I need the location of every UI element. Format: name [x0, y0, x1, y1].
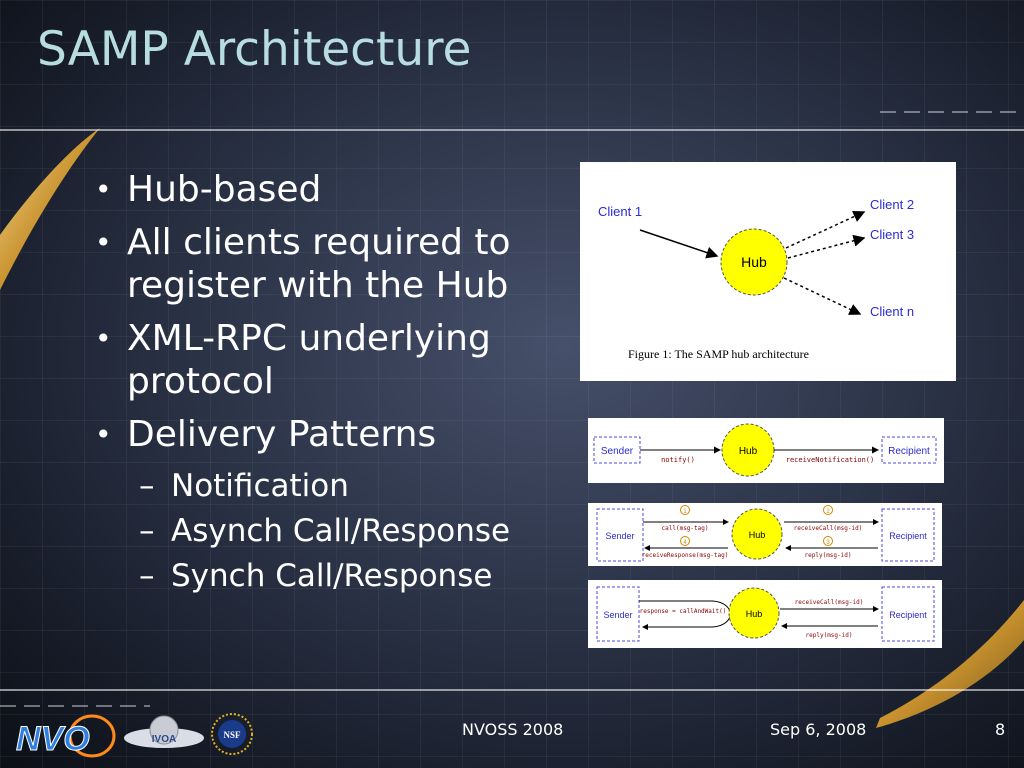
recipient-label: Recipient [889, 531, 927, 541]
reply-label: reply(msg-id) [806, 632, 853, 639]
hub-label: Hub [749, 530, 766, 540]
bullet-text: Hub-based [127, 169, 322, 210]
sender-box [596, 586, 640, 642]
sync-call-response-diagram: Sender response = callAndWait() Hub rece… [588, 580, 942, 648]
arrow-to-client-2 [785, 210, 866, 249]
footer-event: NVOSS 2008 [462, 720, 564, 739]
hub-node [720, 228, 788, 296]
dash-icon: – [139, 558, 155, 594]
sub-bullet-text: Asynch Call/Response [171, 513, 511, 549]
footer-date: Sep 6, 2008 [770, 720, 867, 739]
bullet-text: Delivery Patterns [127, 414, 437, 455]
bullet-text: XML-RPC underlying protocol [127, 318, 491, 402]
gold-swoosh-left [0, 128, 100, 290]
hub-node [731, 508, 783, 560]
hub-label: Hub [739, 446, 758, 457]
dash-icon: – [139, 513, 155, 549]
nsf-logo-text: NSF [223, 730, 241, 740]
step-2-marker [823, 505, 833, 515]
arrow-to-client-n [783, 277, 862, 315]
client-1-arrow [639, 229, 719, 259]
sender-label: Sender [601, 446, 634, 457]
nvo-logo-text: NVO [16, 720, 90, 758]
receive-call-label: receiveCall(msg-id) [794, 525, 863, 532]
nsf-logo: NSF [211, 713, 253, 755]
dash-icon: – [139, 468, 155, 504]
hub-label: Hub [741, 254, 767, 270]
bullet-list: • Hub-based • All clients required to re… [95, 168, 565, 601]
ivoa-logo-text: IVOA [152, 734, 176, 745]
sub-bullet-item: – Synch Call/Response [139, 556, 565, 596]
receive-call-label: receiveCall(msg-id) [795, 599, 864, 606]
nvo-logo: NVO [16, 714, 116, 759]
call-label: call(msg-tag) [662, 525, 709, 532]
sub-bullet-text: Synch Call/Response [171, 558, 493, 594]
receive-notification-label: receiveNotification() [786, 456, 875, 464]
bullet-icon: • [95, 418, 112, 451]
slide-title: SAMP Architecture [37, 22, 472, 77]
step-4-label: 4 [683, 540, 687, 546]
hub-architecture-figure: Client 1 Hub Client 2 Client 3 Client n … [580, 162, 956, 381]
step-2-label: 2 [826, 509, 830, 515]
client-n-label: Client n [870, 304, 914, 319]
reply-label: reply(msg-id) [805, 552, 852, 559]
sender-label: Sender [603, 610, 632, 620]
sub-bullet-text: Notification [171, 468, 349, 504]
notification-pattern-diagram: Sender notify() Hub receiveNotification(… [588, 418, 944, 483]
step-4-marker [680, 536, 690, 546]
sub-bullet-item: – Asynch Call/Response [139, 511, 565, 551]
bullet-icon: • [95, 322, 112, 355]
arrow-to-client-3 [787, 234, 866, 259]
bullet-item: • XML-RPC underlying protocol [95, 317, 565, 403]
recipient-box [881, 436, 937, 464]
bullet-item: • Delivery Patterns [95, 413, 565, 456]
recipient-label: Recipient [888, 446, 930, 457]
client-2-label: Client 2 [870, 197, 914, 212]
receive-response-label: receiveResponse(msg-tag) [642, 552, 729, 559]
sender-box [596, 508, 644, 562]
bullet-text: All clients required to register with th… [127, 222, 511, 306]
async-call-response-diagram: Sender 1 call(msg-tag) 4 receiveResponse… [588, 503, 942, 566]
recipient-label: Recipient [889, 610, 927, 620]
client-3-label: Client 3 [870, 227, 914, 242]
step-3-marker [823, 536, 833, 546]
step-1-marker [680, 505, 690, 515]
recipient-box [881, 586, 935, 642]
figure-caption: Figure 1: The SAMP hub architecture [628, 347, 809, 361]
call-and-wait-label: response = callAndWait() [640, 608, 727, 615]
notify-label: notify() [661, 456, 695, 464]
bullet-icon: • [95, 173, 112, 206]
hub-label: Hub [746, 609, 763, 619]
bullet-item: • All clients required to register with … [95, 221, 565, 307]
ivoa-logo: IVOA [124, 715, 204, 748]
step-1-label: 1 [683, 509, 687, 515]
client-1-label: Client 1 [598, 204, 642, 219]
gold-swoosh-right [876, 600, 1024, 728]
bullet-item: • Hub-based [95, 168, 565, 211]
recipient-box [881, 508, 935, 562]
hub-node [728, 587, 780, 639]
footer-page-number: 8 [995, 720, 1006, 739]
sender-label: Sender [605, 531, 634, 541]
sender-box [593, 436, 641, 464]
step-3-label: 3 [826, 540, 830, 546]
bullet-icon: • [95, 226, 112, 259]
sub-bullet-item: – Notification [139, 466, 565, 506]
